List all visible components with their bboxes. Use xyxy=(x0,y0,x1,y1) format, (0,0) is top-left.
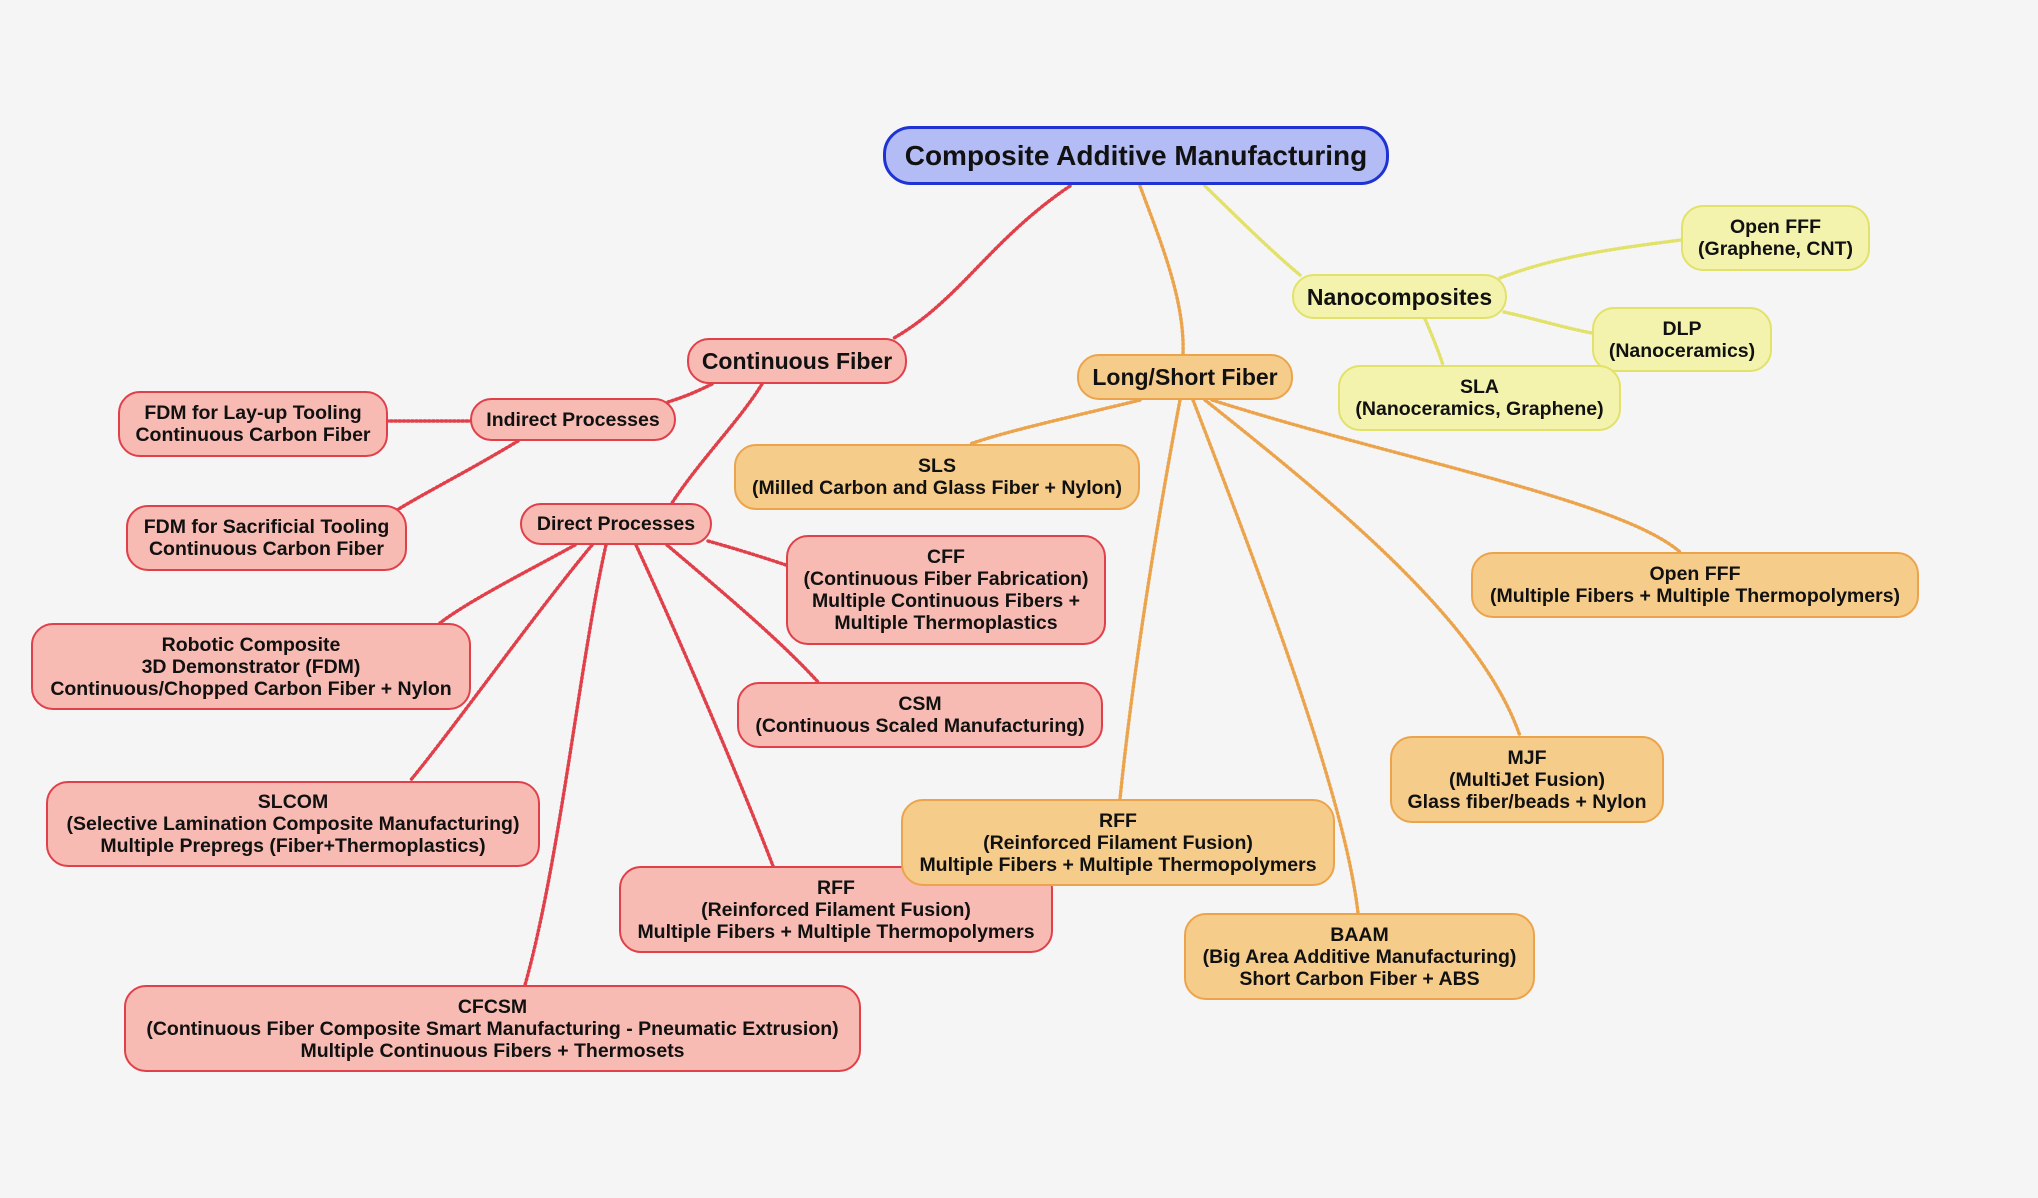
node-text-line: Long/Short Fiber xyxy=(1092,364,1278,390)
continuous-fiber-node: Continuous Fiber xyxy=(687,338,907,384)
node-text-line: FDM for Lay-up Tooling xyxy=(144,402,362,424)
link-direct-slcom xyxy=(408,543,594,783)
link-root-continuous xyxy=(892,184,1072,340)
slcom-node: SLCOM(Selective Lamination Composite Man… xyxy=(46,781,540,867)
node-text-line: Continuous/Chopped Carbon Fiber + Nylon xyxy=(50,677,452,700)
node-text-line: Multiple Thermoplastics xyxy=(834,612,1058,634)
node-text-line: RFF xyxy=(817,876,855,899)
dlp-node: DLP(Nanoceramics) xyxy=(1592,307,1772,372)
link-nano-openfff xyxy=(1498,238,1683,280)
node-text-line: (Continuous Fiber Composite Smart Manufa… xyxy=(146,1017,839,1040)
node-text-line: Multiple Continuous Fibers + Thermosets xyxy=(300,1039,685,1062)
node-text-line: Multiple Fibers + Multiple Thermopolymer… xyxy=(637,920,1035,943)
node-text-line: 3D Demonstrator (FDM) xyxy=(141,655,361,678)
node-text-line: CFCSM xyxy=(457,995,528,1018)
rff-short-node: RFF(Reinforced Filament Fusion)Multiple … xyxy=(901,799,1335,886)
node-text-line: RFF xyxy=(1099,809,1137,832)
link-root-nano xyxy=(1203,184,1302,277)
link-short-mjf xyxy=(1203,398,1522,738)
node-text-line: (Big Area Additive Manufacturing) xyxy=(1202,945,1517,968)
direct-processes-node: Direct Processes xyxy=(520,503,712,545)
node-text-line: (Continuous Scaled Manufacturing) xyxy=(755,715,1085,737)
node-text-line: MJF xyxy=(1507,746,1547,769)
node-text-line: (Nanoceramics, Graphene) xyxy=(1355,398,1604,420)
cff-node: CFF(Continuous Fiber Fabrication)Multipl… xyxy=(786,535,1106,645)
baam-node: BAAM(Big Area Additive Manufacturing)Sho… xyxy=(1184,913,1535,1000)
node-text-line: (Nanoceramics) xyxy=(1608,339,1756,362)
node-text-line: Open FFF xyxy=(1730,216,1821,238)
link-direct-cfcsm xyxy=(523,543,608,987)
indirect-processes-node: Indirect Processes xyxy=(470,398,676,441)
link-nano-dlp xyxy=(1502,310,1594,335)
root-node: Composite Additive Manufacturing xyxy=(883,126,1389,185)
node-text-line: Multiple Prepregs (Fiber+Thermoplastics) xyxy=(100,835,486,857)
node-text-line: (Graphene, CNT) xyxy=(1698,238,1853,260)
node-text-line: SLS xyxy=(918,455,956,477)
node-text-line: (Reinforced Filament Fusion) xyxy=(983,831,1253,854)
node-text-line: (Reinforced Filament Fusion) xyxy=(701,898,971,921)
node-text-line: Composite Additive Manufacturing xyxy=(904,139,1368,171)
long-short-fiber-node: Long/Short Fiber xyxy=(1077,354,1293,400)
link-continuous-direct xyxy=(670,382,764,505)
nanocomposites-node: Nanocomposites xyxy=(1292,274,1507,319)
link-short-rff xyxy=(1118,398,1182,801)
cfcsm-node: CFCSM(Continuous Fiber Composite Smart M… xyxy=(124,985,861,1072)
node-text-line: Continuous Fiber xyxy=(701,348,893,374)
node-text-line: CSM xyxy=(898,693,942,715)
node-text-line: Short Carbon Fiber + ABS xyxy=(1239,967,1480,990)
node-text-line: FDM for Sacrificial Tooling xyxy=(143,516,390,538)
link-direct-csm xyxy=(665,543,820,684)
open-fff-nano-node: Open FFF(Graphene, CNT) xyxy=(1681,205,1870,271)
node-text-line: (Milled Carbon and Glass Fiber + Nylon) xyxy=(751,477,1122,499)
node-text-line: Multiple Continuous Fibers + xyxy=(811,590,1081,612)
node-text-line: BAAM xyxy=(1330,923,1389,946)
link-direct-cff xyxy=(706,539,788,567)
node-text-line: Glass fiber/beads + Nylon xyxy=(1407,790,1647,813)
link-root-short xyxy=(1138,184,1185,356)
node-text-line: Open FFF xyxy=(1649,563,1741,585)
link-short-baam xyxy=(1191,398,1360,915)
node-text-line: SLA xyxy=(1460,376,1499,398)
link-short-openfff xyxy=(1210,398,1682,554)
node-text-line: (Selective Lamination Composite Manufact… xyxy=(66,813,520,835)
open-fff-short-node: Open FFF(Multiple Fibers + Multiple Ther… xyxy=(1471,552,1919,618)
node-text-line: Robotic Composite xyxy=(161,633,341,656)
mjf-node: MJF(MultiJet Fusion)Glass fiber/beads + … xyxy=(1390,736,1664,823)
node-text-line: (MultiJet Fusion) xyxy=(1449,768,1605,791)
sls-node: SLS(Milled Carbon and Glass Fiber + Nylo… xyxy=(734,444,1140,510)
node-text-line: (Multiple Fibers + Multiple Thermopolyme… xyxy=(1489,585,1901,607)
node-text-line: Nanocomposites xyxy=(1306,283,1493,310)
node-text-line: SLCOM xyxy=(257,791,329,813)
link-direct-robotic xyxy=(438,543,577,625)
link-continuous-indirect xyxy=(666,382,714,404)
csm-node: CSM(Continuous Scaled Manufacturing) xyxy=(737,682,1103,748)
link-short-sls xyxy=(968,398,1142,446)
link-direct-rff xyxy=(634,543,775,868)
link-indirect-sacrificial xyxy=(395,439,520,512)
node-text-line: Direct Processes xyxy=(536,513,696,535)
node-text-line: Multiple Fibers + Multiple Thermopolymer… xyxy=(919,853,1317,876)
node-text-line: CFF xyxy=(927,546,965,568)
node-text-line: DLP xyxy=(1662,317,1702,340)
link-nano-sla xyxy=(1423,317,1445,367)
node-text-line: Indirect Processes xyxy=(486,408,660,431)
node-text-line: Continuous Carbon Fiber xyxy=(135,424,371,446)
node-text-line: Continuous Carbon Fiber xyxy=(148,538,385,560)
sla-node: SLA(Nanoceramics, Graphene) xyxy=(1338,365,1621,431)
node-text-line: (Continuous Fiber Fabrication) xyxy=(803,568,1089,590)
